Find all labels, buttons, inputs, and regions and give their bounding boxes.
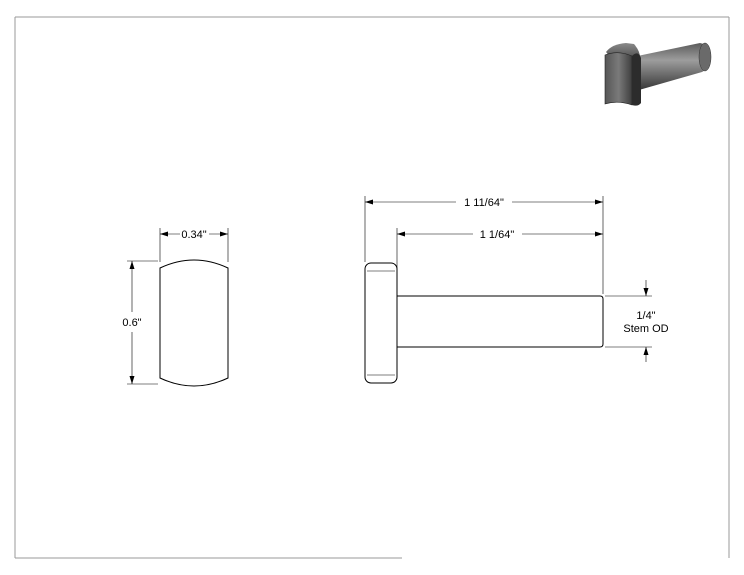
head-width-label: 0.34" — [181, 229, 206, 241]
sheet-frame — [14, 16, 730, 559]
capped-pin-3d-view-icon — [604, 42, 712, 106]
pin-front-view — [364, 262, 604, 384]
stem-od-dimension: 1/4" Stem OD — [605, 280, 669, 362]
stem-od-value: 1/4" — [636, 310, 655, 322]
head-height-label: 0.6" — [122, 317, 141, 329]
stem-length-dimension: 1 1/64" — [396, 228, 603, 294]
overall-length-dimension: 1 11/64" — [364, 196, 604, 294]
stem-od-label: Stem OD — [623, 323, 668, 335]
stem-length-label: 1 1/64" — [480, 229, 515, 241]
overall-length-label: 1 11/64" — [464, 197, 504, 209]
head-side-view — [159, 259, 229, 387]
head-width-dimension: 0.34" — [159, 228, 229, 262]
head-height-dimension: 0.6" — [122, 260, 158, 385]
